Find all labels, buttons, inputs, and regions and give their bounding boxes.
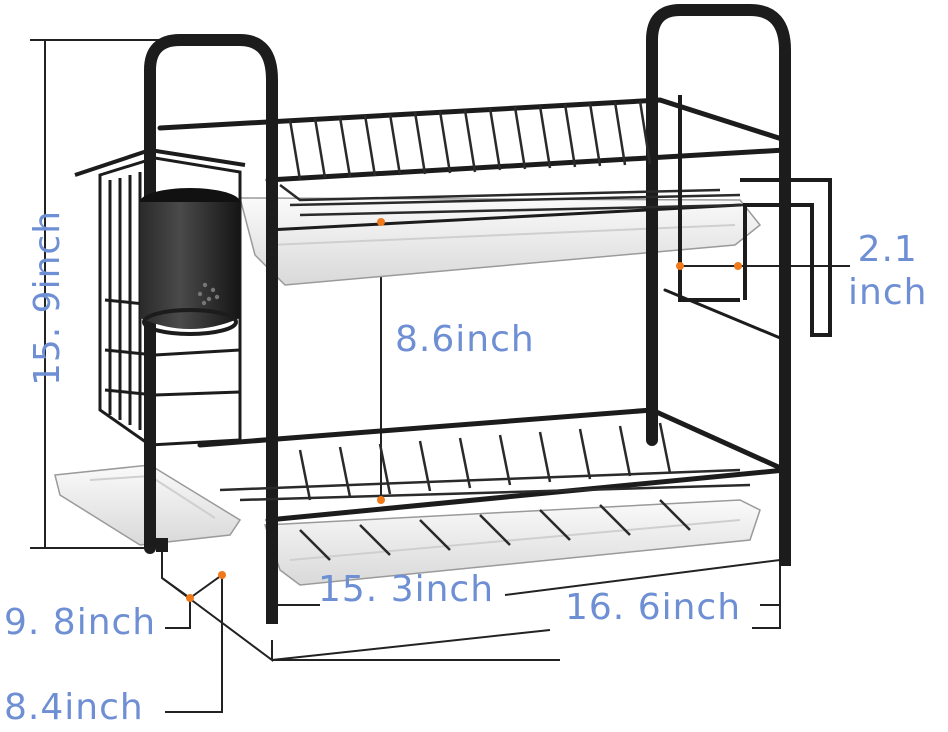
hook-label: 2.1 inch: [848, 228, 927, 314]
hook-label-unit: inch: [848, 272, 928, 314]
width-outer-label: 16. 6inch: [565, 587, 742, 628]
depth-inner-label: 8.4inch: [4, 687, 144, 728]
top-plate-prongs: [279, 100, 746, 217]
width-outer-line: [272, 605, 781, 661]
height-label: 15. 9inch: [27, 209, 68, 387]
width-inner-label: 15. 3inch: [318, 569, 495, 610]
depth-outer-label: 9. 8inch: [4, 602, 157, 643]
depth-inner-line: [165, 573, 223, 713]
measure-markers: [186, 218, 742, 602]
width-inner-line: [272, 558, 781, 606]
dimension-lines: [30, 39, 850, 713]
height-bracket: [30, 39, 160, 549]
width-outer-base: [271, 629, 551, 661]
hook-label-value: 2.1: [857, 229, 918, 270]
shelf-gap-label: 8.6inch: [395, 319, 535, 360]
rack-frame: [144, 4, 791, 624]
bottom-plate-prongs: [219, 422, 751, 561]
side-hook: [678, 95, 832, 337]
bottom-drip-tray: [263, 499, 761, 586]
utensil-cup: [140, 188, 240, 336]
depth-edge-line: [161, 577, 273, 662]
